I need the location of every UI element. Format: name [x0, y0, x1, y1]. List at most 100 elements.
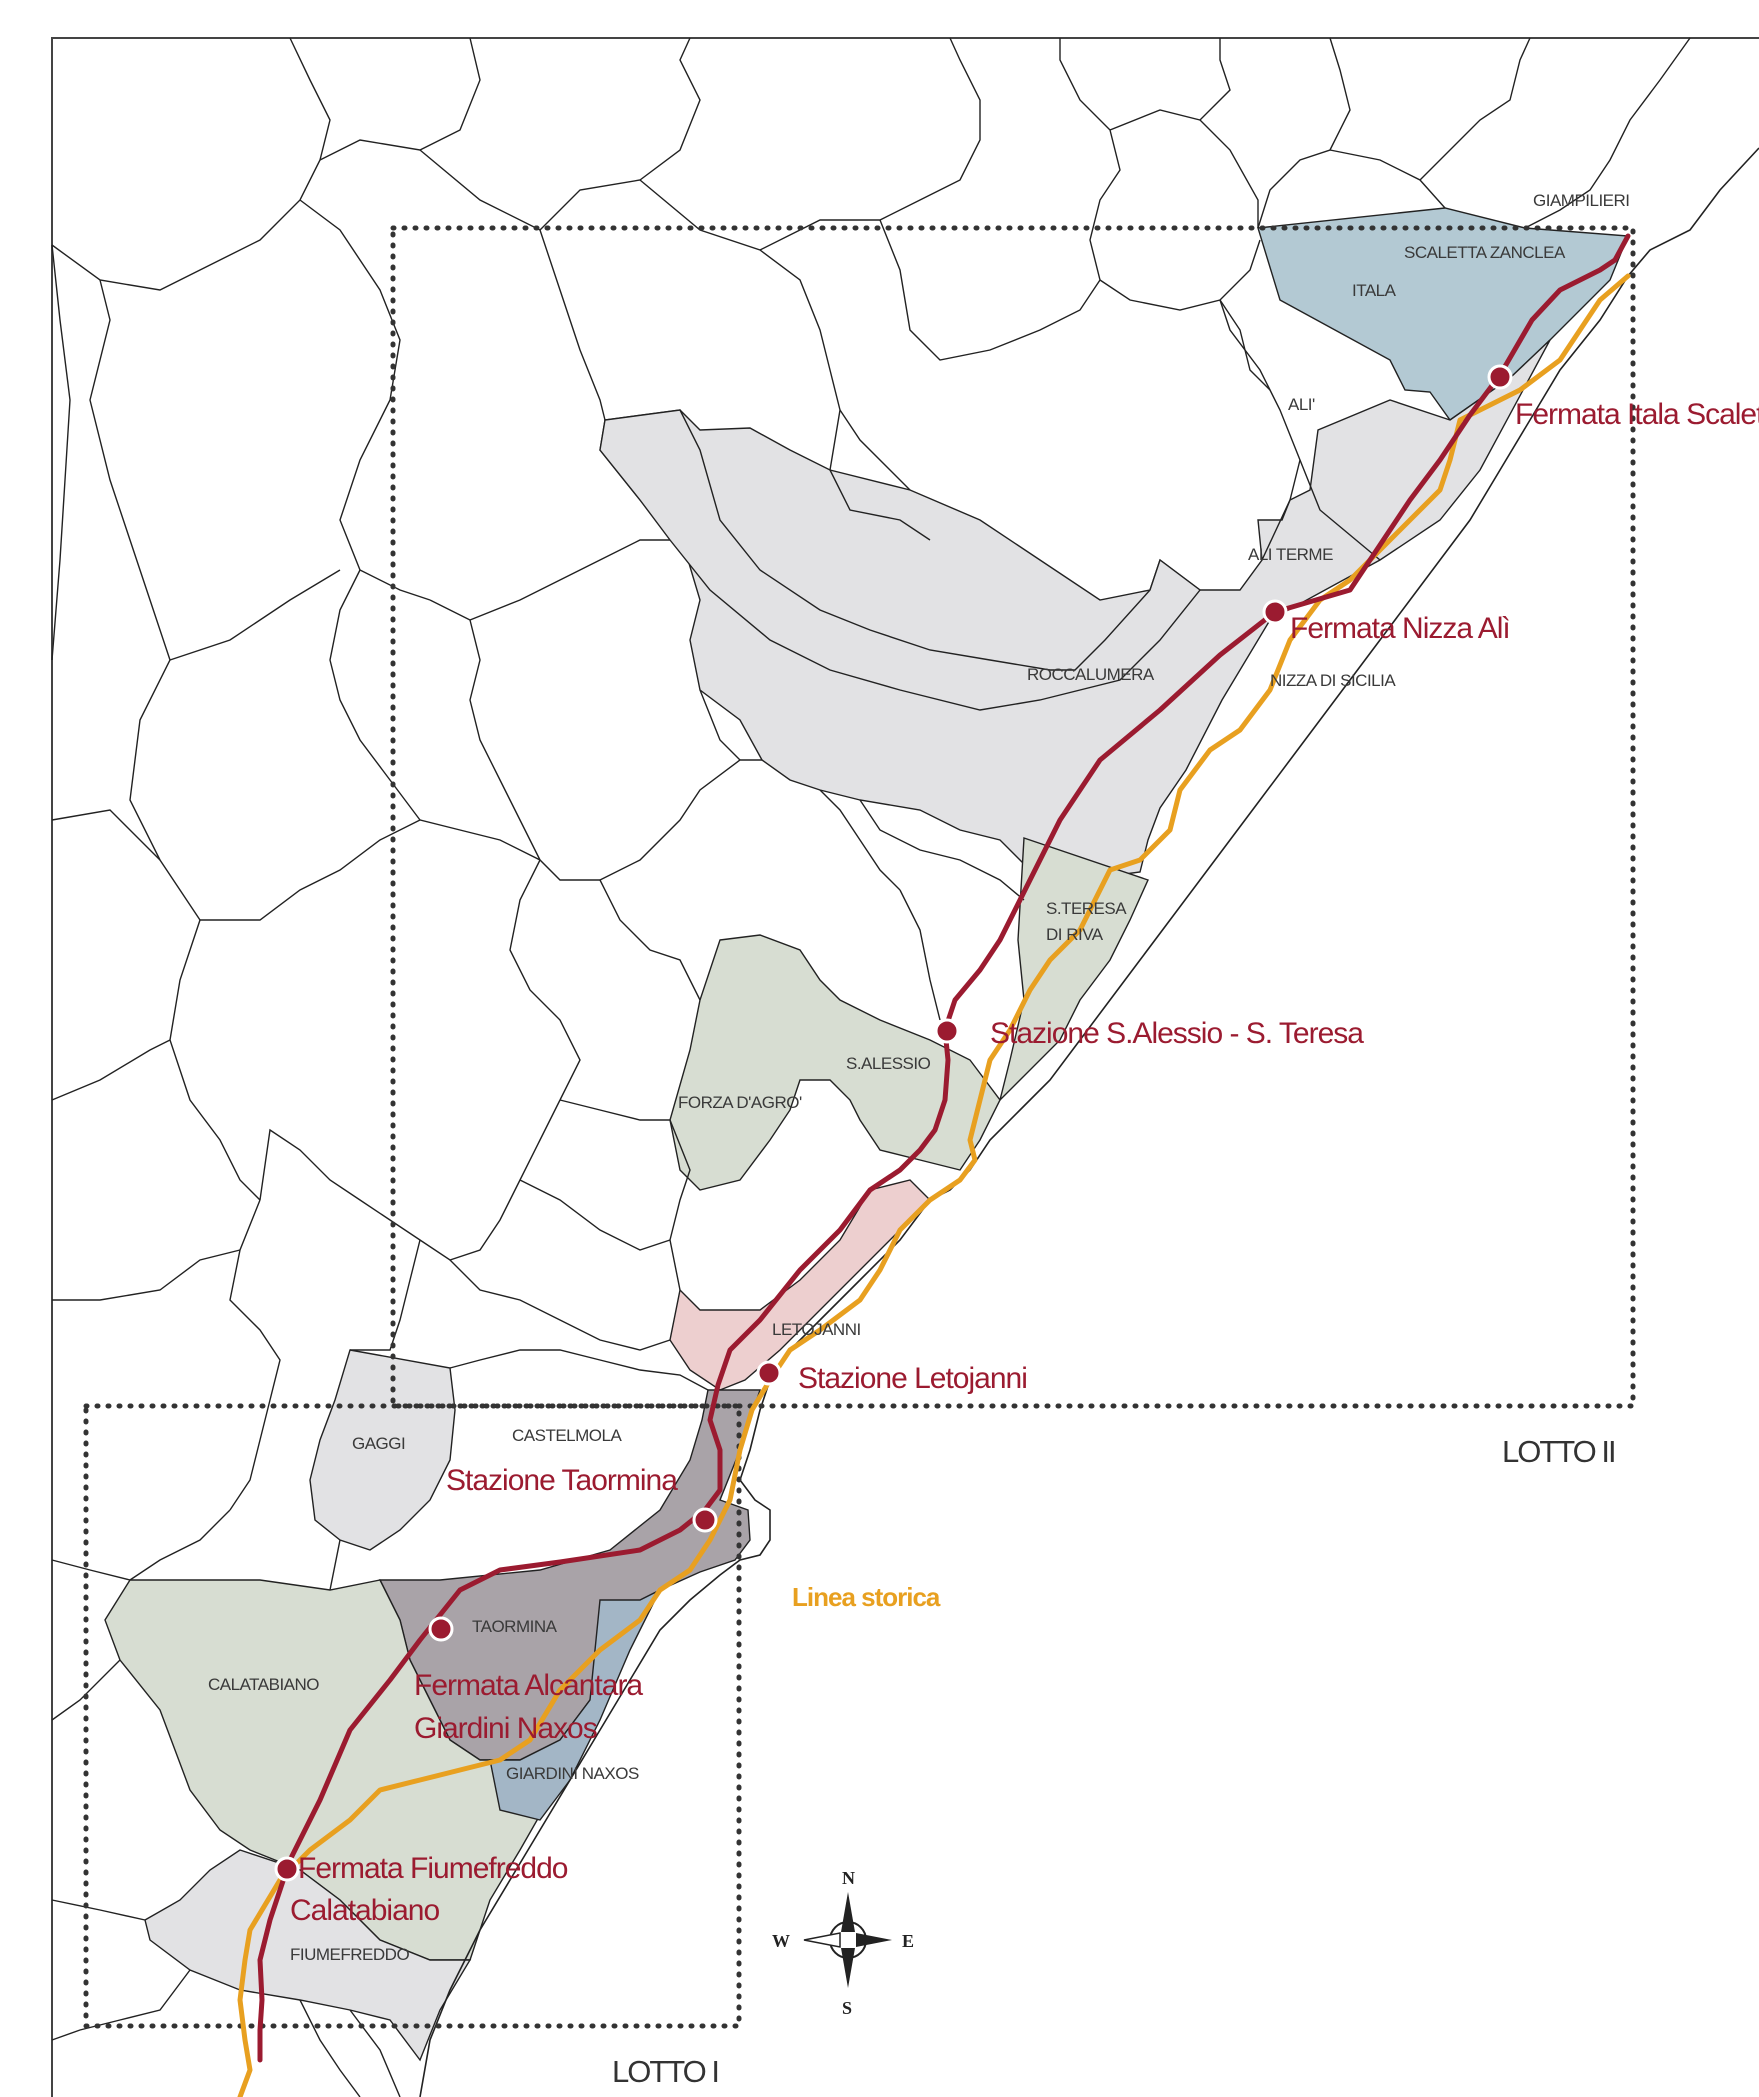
boundary-27 — [200, 819, 600, 921]
lotto-2-frame — [390, 225, 1636, 1409]
boundary-9 — [639, 179, 841, 471]
boundary-18 — [1524, 37, 1691, 229]
boundary-51 — [51, 1659, 121, 1721]
boundary-2 — [51, 244, 71, 661]
new-railway-line — [257, 233, 1631, 2063]
boundary-34 — [819, 789, 901, 891]
boundary-53 — [51, 1969, 191, 2041]
boundary-33 — [509, 859, 581, 1101]
label-s-teresa-1: S.TERESA — [1046, 899, 1127, 918]
boundary-20 — [1219, 299, 1271, 391]
label-stop-alcantara-2: Giardini Naxos — [414, 1712, 597, 1745]
boundary-11 — [879, 38, 1121, 361]
boundary-35 — [899, 889, 941, 1021]
stop-nizza-ali[interactable] — [1262, 599, 1288, 625]
boundary-39 — [259, 1099, 561, 1261]
zone-letojanni — [669, 1179, 931, 1391]
boundary-47 — [51, 1559, 131, 1581]
boundary-10 — [759, 37, 981, 251]
boundary-43 — [449, 1259, 671, 1351]
boundary-15 — [1257, 37, 1351, 229]
municipality-labels: GIAMPILIERI SCALETTA ZANCLEA ITALA ALI' … — [208, 191, 1630, 1964]
boundary-42 — [350, 1239, 421, 1351]
stop-itala-scaletta[interactable] — [1487, 364, 1513, 390]
boundary-1 — [51, 37, 331, 291]
boundary-45 — [519, 1179, 671, 1251]
label-stop-nizza-ali: Fermata Nizza Alì — [1290, 612, 1510, 645]
label-fiumefreddo: FIUMEFREDDO — [290, 1945, 409, 1964]
boundary-44 — [669, 1119, 691, 1291]
boundary-36 — [699, 689, 741, 761]
boundary-17 — [1419, 37, 1531, 181]
label-linea-storica: Linea storica — [792, 1582, 941, 1612]
label-roccalumera: ROCCALUMERA — [1027, 665, 1155, 684]
zone-s-alessio — [669, 934, 1001, 1191]
boundary-19 — [1219, 299, 1381, 561]
boundary-52 — [299, 1999, 361, 2097]
label-s-teresa-2: DI RIVA — [1046, 925, 1104, 944]
stops — [274, 364, 1513, 1882]
boundary-22 — [839, 409, 911, 491]
boundary-54 — [349, 2009, 401, 2097]
label-lotto-1: LOTTO I — [612, 2054, 718, 2089]
boundary-28 — [51, 809, 161, 861]
boundary-24 — [429, 539, 670, 621]
boundary-3 — [89, 279, 201, 921]
stop-fiumefreddo[interactable] — [274, 1856, 300, 1882]
label-taormina: TAORMINA — [472, 1617, 558, 1636]
boundary-30 — [51, 1039, 171, 1101]
label-gaggi: GAGGI — [352, 1434, 405, 1453]
map-frame — [51, 37, 1759, 2097]
boundary-38 — [559, 1099, 670, 1121]
label-s-alessio: S.ALESSIO — [846, 1054, 931, 1073]
label-castelmola: CASTELMOLA — [512, 1426, 622, 1445]
boundary-29 — [169, 919, 261, 1201]
boundary-8 — [539, 37, 701, 231]
zone-gaggi — [309, 1349, 456, 1551]
boundary-12 — [1099, 239, 1261, 311]
stop-letojanni[interactable] — [756, 1360, 782, 1386]
label-lotto-2: LOTTO II — [1502, 1434, 1615, 1469]
compass-needle-s — [841, 1948, 855, 1988]
boundary-26 — [329, 569, 421, 821]
label-calatabiano: CALATABIANO — [208, 1675, 319, 1694]
zone-roccalumera — [599, 409, 1201, 711]
boundary-7 — [419, 149, 606, 421]
compass-n: N — [842, 1868, 855, 1888]
label-stop-alcantara-1: Fermata Alcantara — [414, 1669, 643, 1702]
label-giardini: GIARDINI NAXOS — [506, 1764, 639, 1783]
boundary-23 — [829, 469, 931, 541]
compass-needle-n — [841, 1892, 855, 1932]
label-nizza: NIZZA DI SICILIA — [1270, 671, 1396, 690]
lotto-1-frame — [83, 1403, 742, 2029]
boundary-6 — [319, 37, 481, 161]
label-giampilieri: GIAMPILIERI — [1533, 191, 1630, 210]
label-stop-fiumefreddo-1: Fermata Fiumefreddo — [298, 1852, 568, 1885]
boundary-5 — [169, 569, 341, 661]
boundary-37 — [859, 799, 1025, 901]
label-stop-taormina: Stazione Taormina — [446, 1464, 678, 1497]
boundary-41 — [52, 1249, 241, 1301]
zone-fiumefreddo — [144, 1849, 472, 2062]
compass-w: W — [772, 1931, 790, 1951]
boundary-13 — [1109, 38, 1231, 131]
label-forza-agro: FORZA D'AGRO' — [678, 1093, 802, 1112]
zone-itala — [1257, 207, 1630, 421]
compass-s: S — [842, 1998, 852, 2018]
boundary-31 — [599, 759, 762, 881]
compass-needle-w — [803, 1932, 841, 1948]
stop-taormina[interactable] — [692, 1507, 718, 1533]
boundary-49 — [329, 1539, 341, 1591]
boundary-21 — [1261, 459, 1301, 561]
compass-needle-e — [856, 1933, 892, 1947]
boundary-32 — [599, 879, 701, 1001]
compass-rose: N S E W — [772, 1868, 914, 2018]
label-stop-letojanni: Stazione Letojanni — [798, 1362, 1027, 1395]
label-stop-itala-scaletta: Fermata Itala Scaletta — [1515, 398, 1759, 431]
compass-e: E — [902, 1931, 914, 1951]
boundary-40 — [229, 1199, 281, 1511]
stop-s-alessio-teresa[interactable] — [934, 1018, 960, 1044]
stop-alcantara[interactable] — [428, 1616, 454, 1642]
boundaries — [51, 37, 1691, 2097]
